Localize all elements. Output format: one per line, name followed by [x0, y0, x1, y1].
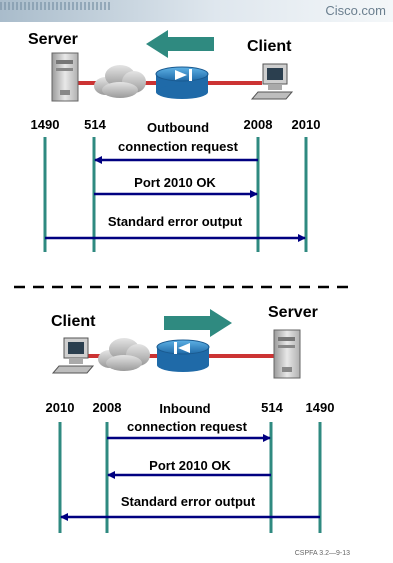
- top-port-514: 514: [84, 117, 106, 132]
- top-port-2008: 2008: [244, 117, 273, 132]
- bottom-port-514: 514: [261, 400, 283, 415]
- bottom-left-device-label: Client: [51, 313, 96, 330]
- bottom-msg-inbound-label-line2: connection request: [127, 419, 248, 434]
- bottom-msg-port-ok-label: Port 2010 OK: [149, 458, 231, 473]
- bottom-port-2008: 2008: [93, 400, 122, 415]
- bottom-msg-inbound-label-line1: Inbound: [159, 401, 210, 416]
- top-client-pc-icon: [250, 63, 294, 100]
- bottom-port-2010: 2010: [46, 400, 75, 415]
- top-msg-port-ok-label: Port 2010 OK: [134, 175, 216, 190]
- top-msg-outbound-label-line2: connection request: [118, 139, 239, 154]
- top-port-1490: 1490: [31, 117, 60, 132]
- brand-logo-text: Cisco.com: [325, 3, 386, 18]
- top-port-2010: 2010: [292, 117, 321, 132]
- header-bar: Cisco.com: [0, 0, 393, 22]
- header-stripes: [0, 2, 112, 10]
- bottom-port-1490: 1490: [306, 400, 335, 415]
- bottom-direction-arrow-icon: [164, 309, 232, 337]
- top-section: Server Client: [28, 30, 320, 252]
- top-msg-outbound-label-line1: Outbound: [147, 120, 209, 135]
- bottom-firewall-icon: [156, 339, 210, 372]
- bottom-msg-stderr-label: Standard error output: [121, 494, 256, 509]
- footer-slide-code: CSPFA 3.2—9-13: [295, 550, 350, 557]
- top-direction-arrow-icon: [146, 30, 214, 58]
- top-msg-stderr-label: Standard error output: [108, 214, 243, 229]
- top-server-icon: [51, 52, 79, 102]
- bottom-cloud-icon: [98, 338, 150, 371]
- bottom-section: Client Server: [46, 304, 335, 533]
- top-right-device-label: Client: [247, 38, 292, 55]
- bottom-server-icon: [273, 329, 301, 379]
- bottom-port-labels: 2010 2008 514 1490: [46, 400, 335, 415]
- top-left-device-label: Server: [28, 31, 78, 48]
- top-port-labels: 1490 514 2008 2010: [31, 117, 321, 132]
- top-firewall-icon: [155, 66, 209, 99]
- bottom-client-pc-icon: [51, 337, 95, 374]
- bottom-right-device-label: Server: [268, 304, 318, 321]
- top-cloud-icon: [94, 65, 146, 98]
